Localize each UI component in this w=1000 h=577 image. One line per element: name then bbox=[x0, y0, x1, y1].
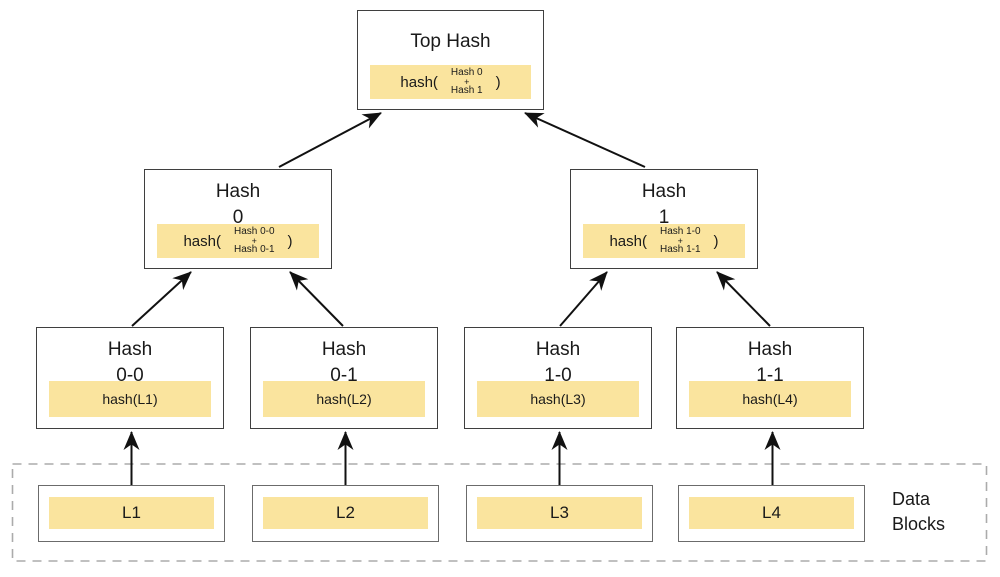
node-title-line2: 0-1 bbox=[330, 365, 358, 386]
hash-value-text: hash(L4) bbox=[742, 391, 798, 407]
node-title-line1: Hash bbox=[641, 181, 687, 202]
node-title: Hash 1-1 bbox=[677, 337, 863, 389]
hash-fn-text: hash( bbox=[609, 232, 647, 250]
node-title: Top Hash bbox=[410, 31, 491, 52]
close-paren-text: ) bbox=[287, 232, 293, 250]
data-block-band: L2 bbox=[263, 497, 428, 529]
arrow-hash0-to-top bbox=[278, 112, 382, 168]
node-title-line2: 1 bbox=[658, 207, 670, 228]
hash-arg1: Hash 0 bbox=[450, 67, 483, 78]
node-title-line1: Hash bbox=[321, 339, 367, 360]
node-title-line1: Hash bbox=[107, 339, 153, 360]
node-title: Hash 0 bbox=[145, 179, 331, 231]
hash-value-band: hash(L4) bbox=[689, 381, 851, 417]
data-block-band: L3 bbox=[477, 497, 642, 529]
node-title: Hash 0-1 bbox=[251, 337, 437, 389]
node-title: Hash 1-0 bbox=[465, 337, 651, 389]
hash-formula-band: hash( Hash 0-0 + Hash 0-1 ) bbox=[157, 224, 319, 258]
hash-fn-text: hash( bbox=[183, 232, 221, 250]
hash-value-band: hash(L3) bbox=[477, 381, 639, 417]
plus-operator: + bbox=[251, 236, 257, 246]
node-title: Hash 1 bbox=[571, 179, 757, 231]
hash-arg2: Hash 1-1 bbox=[659, 244, 701, 255]
node-title-line1: Hash bbox=[535, 339, 581, 360]
hash-1-0-node: Hash 1-0 hash(L3) bbox=[464, 327, 652, 429]
arrow-hash1-to-top bbox=[524, 112, 646, 168]
data-block-label: L2 bbox=[336, 503, 355, 522]
node-title-line1: Hash bbox=[215, 181, 261, 202]
node-title-line2: 0 bbox=[232, 207, 244, 228]
node-title-line2: 1-0 bbox=[544, 365, 572, 386]
hash-arg1: Hash 0-0 bbox=[233, 226, 275, 237]
data-block-label: L1 bbox=[122, 503, 141, 522]
hash-1-1-node: Hash 1-1 hash(L4) bbox=[676, 327, 864, 429]
arrow-hash00-to-hash0 bbox=[131, 271, 192, 327]
data-block-l2: L2 bbox=[252, 485, 439, 542]
top-hash-node: Top Hash hash( Hash 0 + Hash 1 ) bbox=[357, 10, 544, 110]
data-block-l3: L3 bbox=[466, 485, 653, 542]
data-block-band: L1 bbox=[49, 497, 214, 529]
hash-arg1: Hash 1-0 bbox=[659, 226, 701, 237]
arrow-hash10-to-hash1 bbox=[559, 271, 608, 327]
data-block-band: L4 bbox=[689, 497, 854, 529]
hash-value-text: hash(L2) bbox=[316, 391, 372, 407]
hash-1-node: Hash 1 hash( Hash 1-0 + Hash 1-1 ) bbox=[570, 169, 758, 269]
plus-operator: + bbox=[464, 77, 470, 87]
data-blocks-label-line1: Data bbox=[892, 489, 931, 509]
hash-0-1-node: Hash 0-1 hash(L2) bbox=[250, 327, 438, 429]
hash-args-stack: Hash 1-0 + Hash 1-1 bbox=[660, 227, 701, 255]
close-paren-text: ) bbox=[495, 73, 501, 91]
hash-0-node: Hash 0 hash( Hash 0-0 + Hash 0-1 ) bbox=[144, 169, 332, 269]
data-blocks-label-line2: Blocks bbox=[892, 514, 946, 534]
hash-fn-text: hash( bbox=[400, 73, 438, 91]
hash-arg2: Hash 1 bbox=[450, 85, 483, 96]
hash-0-0-node: Hash 0-0 hash(L1) bbox=[36, 327, 224, 429]
node-title: Hash 0-0 bbox=[37, 337, 223, 389]
data-blocks-label: Data Blocks bbox=[892, 487, 945, 537]
plus-operator: + bbox=[677, 236, 683, 246]
hash-args-stack: Hash 0-0 + Hash 0-1 bbox=[234, 227, 275, 255]
hash-value-band: hash(L2) bbox=[263, 381, 425, 417]
node-title-line2: 1-1 bbox=[756, 365, 784, 386]
hash-args-stack: Hash 0 + Hash 1 bbox=[451, 68, 483, 96]
arrow-hash01-to-hash0 bbox=[289, 271, 344, 327]
hash-value-text: hash(L1) bbox=[102, 391, 158, 407]
data-block-l4: L4 bbox=[678, 485, 865, 542]
data-block-label: L3 bbox=[550, 503, 569, 522]
hash-value-text: hash(L3) bbox=[530, 391, 586, 407]
hash-value-band: hash(L1) bbox=[49, 381, 211, 417]
data-block-l1: L1 bbox=[38, 485, 225, 542]
node-title-line2: 0-0 bbox=[116, 365, 144, 386]
hash-formula-band: hash( Hash 0 + Hash 1 ) bbox=[370, 65, 531, 99]
close-paren-text: ) bbox=[713, 232, 719, 250]
data-block-label: L4 bbox=[762, 503, 781, 522]
hash-formula-band: hash( Hash 1-0 + Hash 1-1 ) bbox=[583, 224, 745, 258]
arrow-hash11-to-hash1 bbox=[716, 271, 771, 327]
hash-arg2: Hash 0-1 bbox=[233, 244, 275, 255]
node-title-line1: Hash bbox=[747, 339, 793, 360]
